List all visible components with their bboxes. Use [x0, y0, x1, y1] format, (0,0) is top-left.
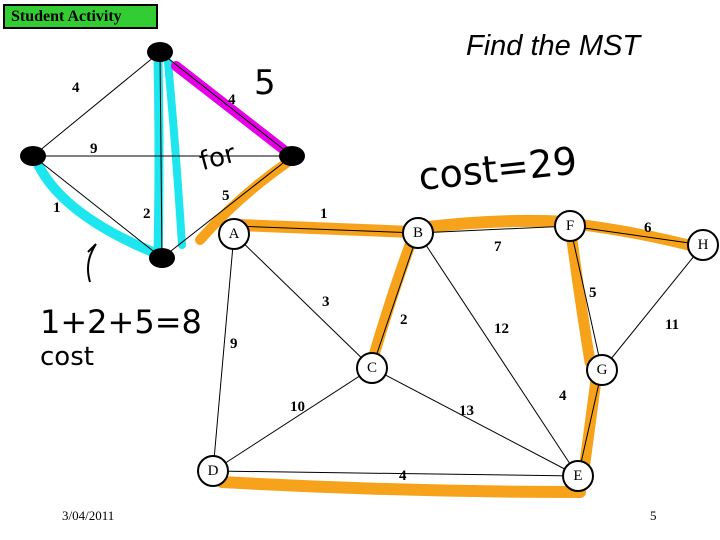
weight-de: 4 [399, 468, 407, 484]
small-edge-top-right [159, 51, 293, 157]
svg-text:A: A [229, 226, 240, 242]
note-sum: 1+2+5=8 [40, 303, 202, 341]
highlight-strokes [31, 53, 706, 498]
small-node-right [279, 146, 305, 166]
weight-ad: 9 [230, 336, 238, 352]
svg-text:C: C [367, 360, 377, 376]
weight-ab: 1 [320, 206, 328, 222]
edge-bf [417, 225, 571, 234]
main-graph-weights: 1 3 9 2 7 12 6 5 11 10 13 4 4 [230, 206, 679, 484]
small-node-bottom [149, 248, 175, 268]
cyan-highlight-vertical-1 [153, 53, 164, 257]
weight-ge: 4 [559, 388, 567, 404]
note-replacement-weight: 5 [254, 63, 276, 103]
node-b: B [402, 217, 434, 249]
weight-bc: 2 [400, 312, 408, 328]
note-cost-word: cost [40, 342, 94, 372]
note-arrow-icon [87, 243, 97, 283]
weight-cd: 10 [290, 399, 305, 415]
small-node-left [20, 146, 46, 166]
small-graph-weights: 4 9 1 2 4 5 [53, 80, 236, 222]
edge-bc [371, 232, 419, 369]
edge-de [212, 470, 579, 477]
edge-ab [233, 225, 419, 234]
small-weight-horizontal: 9 [90, 141, 98, 157]
orange-highlight-fg [566, 234, 596, 368]
small-node-top [147, 42, 173, 62]
small-graph-edges [32, 51, 293, 259]
orange-highlight-right-to-a [195, 157, 293, 245]
edge-ge [577, 369, 603, 477]
small-edge-left-bottom [32, 155, 163, 259]
note-for: for [196, 139, 239, 177]
small-weight-right-bottom: 5 [222, 188, 230, 204]
weight-fg: 5 [589, 285, 597, 301]
main-graph-nodes: A B C D E F G H [197, 210, 719, 492]
note-main-cost: cost=29 [416, 139, 579, 199]
edge-be [417, 232, 579, 477]
orange-highlight-de [216, 476, 586, 498]
weight-be: 12 [494, 321, 509, 337]
node-e: E [562, 460, 594, 492]
weight-gh: 11 [665, 317, 679, 333]
edge-fg [569, 225, 603, 371]
svg-text:H: H [698, 237, 709, 253]
small-weight-top-right: 4 [228, 92, 236, 108]
svg-text:D: D [208, 463, 219, 479]
footer-page-number: 5 [650, 508, 657, 523]
svg-text:F: F [566, 218, 574, 234]
edge-ac [233, 233, 373, 369]
cyan-highlight-left-bottom [31, 155, 165, 260]
node-d: D [197, 455, 229, 487]
orange-highlight-fh [569, 218, 706, 254]
node-c: C [356, 352, 388, 384]
footer-date: 3/04/2011 [62, 508, 115, 523]
svg-text:B: B [413, 225, 423, 241]
handwritten-notes-small: 5 for 1+2+5=8 cost [40, 63, 276, 372]
weight-fh: 6 [644, 220, 652, 236]
orange-highlight-bf [414, 214, 574, 234]
node-g: G [586, 354, 618, 386]
svg-text:G: G [597, 362, 608, 378]
weight-bf: 7 [494, 239, 502, 255]
edge-ad [212, 233, 235, 472]
small-graph-nodes [20, 42, 305, 268]
page-title: Find the MST [466, 30, 641, 62]
student-activity-badge: Student Activity [3, 4, 158, 29]
edge-cd [212, 367, 373, 472]
node-h: H [687, 229, 719, 261]
small-weight-top-left: 4 [72, 80, 80, 96]
edge-fh [569, 225, 704, 246]
small-weight-vertical: 2 [143, 206, 151, 222]
main-graph-edges [212, 225, 704, 477]
edge-ce [371, 367, 579, 477]
edge-gh [601, 244, 704, 371]
node-a: A [218, 218, 250, 250]
cyan-highlight-vertical-2 [164, 58, 186, 249]
node-f: F [554, 210, 586, 242]
small-weight-left-bottom: 1 [53, 200, 61, 216]
small-edge-vertical [159, 51, 163, 259]
weight-ce: 13 [459, 403, 474, 419]
small-edge-top-left [32, 51, 161, 157]
small-edge-right-bottom [161, 155, 293, 259]
orange-highlight-bc [366, 239, 416, 368]
orange-highlight-ab [232, 219, 418, 238]
svg-text:E: E [573, 468, 582, 484]
weight-ac: 3 [322, 294, 330, 310]
